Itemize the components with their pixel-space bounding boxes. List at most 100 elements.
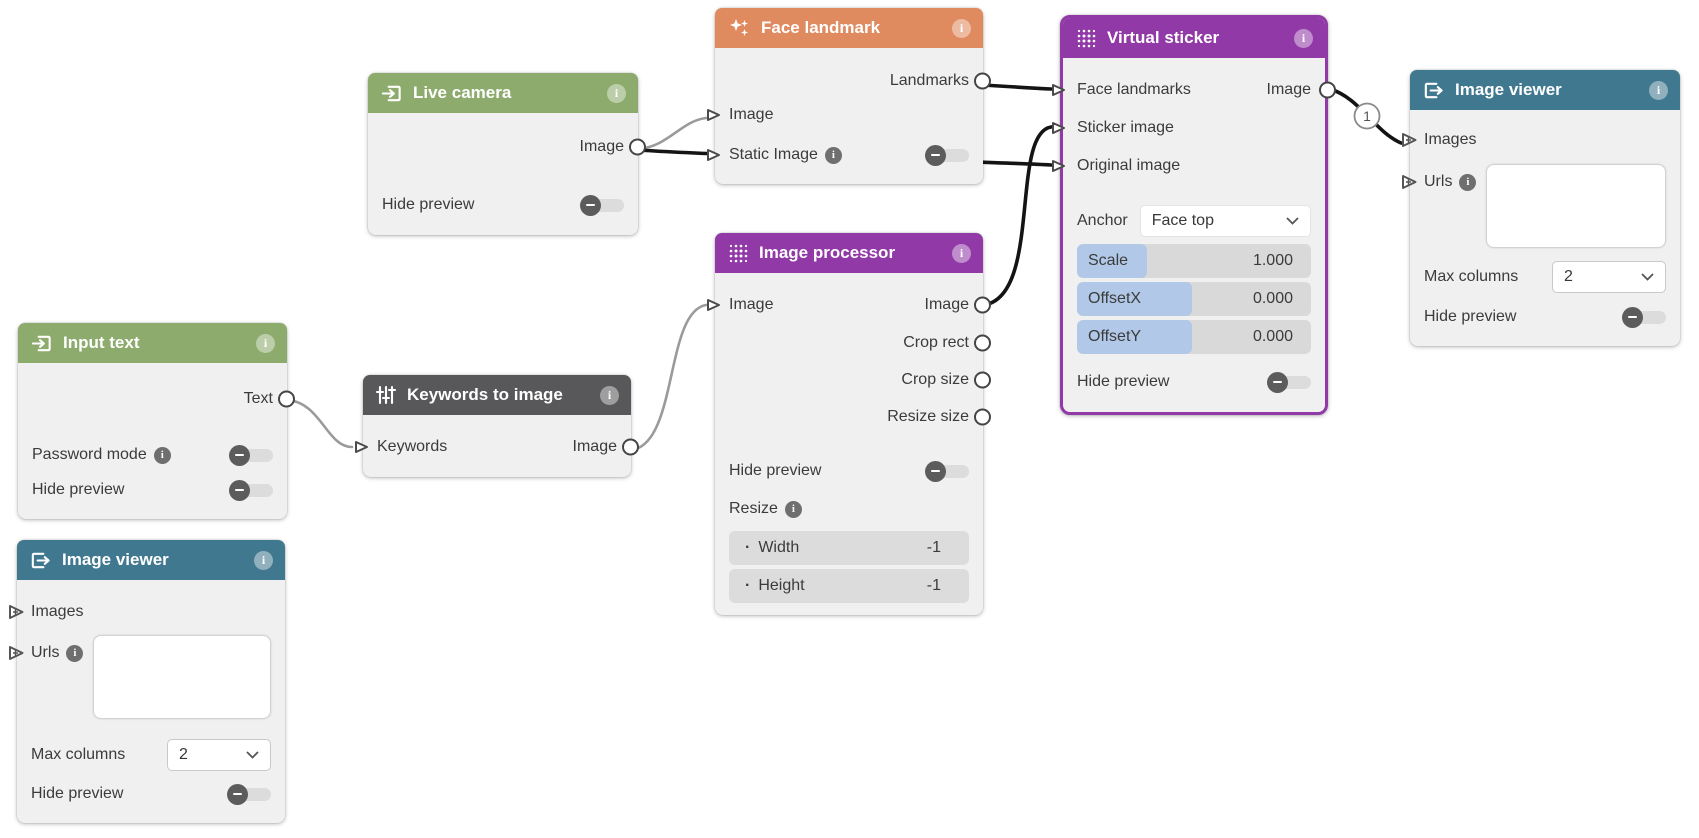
hide-preview-toggle[interactable] <box>925 460 969 482</box>
info-icon[interactable]: i <box>952 18 971 38</box>
output-port-crop-rect[interactable] <box>974 334 991 352</box>
resize-height-row[interactable]: · Height -1 <box>729 569 969 603</box>
node-image-viewer-left[interactable]: Image viewer i Images Urls i <box>9 540 285 823</box>
node-title: Face landmark <box>761 18 881 37</box>
node-header[interactable]: Virtual sticker i <box>1063 18 1325 58</box>
height-value: -1 <box>926 577 941 594</box>
anchor-select[interactable]: Face top <box>1139 205 1311 237</box>
input-port-original-image[interactable] <box>1050 158 1067 175</box>
resize-width-row[interactable]: · Width -1 <box>729 531 969 565</box>
port-label-static-image: Static Image <box>729 146 818 163</box>
input-port-face-landmarks[interactable] <box>1050 82 1067 99</box>
input-port-urls[interactable] <box>7 644 27 663</box>
scale-value: 1.000 <box>1252 252 1293 269</box>
node-keywords-to-image[interactable]: Keywords to image i Keywords Image <box>355 375 639 477</box>
node-header[interactable]: Image viewer i <box>1410 70 1680 110</box>
max-columns-value: 2 <box>179 746 188 763</box>
urls-textarea[interactable] <box>93 635 271 719</box>
hide-preview-label: Hide preview <box>32 481 125 498</box>
info-icon[interactable]: i <box>66 644 84 662</box>
max-columns-select[interactable]: 2 <box>167 739 271 771</box>
tune-icon <box>375 384 397 406</box>
hide-preview-toggle[interactable] <box>580 194 624 216</box>
scale-label: Scale <box>1088 252 1129 269</box>
urls-textarea[interactable] <box>1486 164 1666 248</box>
port-label-images: Images <box>1424 131 1477 148</box>
hide-preview-toggle[interactable] <box>1267 371 1311 393</box>
input-port-image[interactable] <box>705 107 722 124</box>
input-port-images[interactable] <box>1400 131 1420 150</box>
port-label-images: Images <box>31 603 84 620</box>
output-port-crop-size[interactable] <box>974 371 991 389</box>
port-label-sticker-image: Sticker image <box>1077 119 1174 136</box>
wire-processor-to-stickerimage[interactable] <box>982 125 1053 307</box>
wire-inputtext-to-keywords[interactable] <box>286 398 354 449</box>
node-title: Live camera <box>413 83 512 102</box>
output-port-image[interactable] <box>629 138 646 156</box>
bullet: · <box>745 539 751 556</box>
port-label-image-out: Image <box>572 438 617 455</box>
node-header[interactable]: Face landmark i <box>715 8 983 48</box>
info-icon[interactable]: i <box>784 500 802 518</box>
wire-keywords-to-processor[interactable] <box>630 303 708 452</box>
info-icon[interactable]: i <box>256 333 275 353</box>
slider-fill <box>1077 244 1148 278</box>
input-icon <box>30 332 53 355</box>
info-icon[interactable]: i <box>1649 80 1668 100</box>
port-label-landmarks-out: Landmarks <box>889 72 969 89</box>
hide-preview-toggle[interactable] <box>1622 306 1666 328</box>
input-port-sticker-image[interactable] <box>1050 120 1067 137</box>
info-icon[interactable]: i <box>1294 28 1313 48</box>
port-label-resize-size: Resize size <box>887 408 969 425</box>
output-port-resize-size[interactable] <box>974 408 991 426</box>
input-port-images[interactable] <box>7 603 27 622</box>
node-face-landmark[interactable]: Face landmark i Landmarks Image Static I… <box>707 8 991 184</box>
info-icon[interactable]: i <box>1459 173 1477 191</box>
node-live-camera[interactable]: Live camera i Image Hide preview <box>368 73 646 235</box>
dots-grid-icon <box>727 242 749 264</box>
password-mode-toggle[interactable] <box>229 444 273 466</box>
node-virtual-sticker[interactable]: Virtual sticker i Face landmarks Image S… <box>1052 15 1336 415</box>
info-icon[interactable]: i <box>600 385 619 405</box>
info-icon[interactable]: i <box>824 146 842 164</box>
scale-slider[interactable]: Scale 1.000 <box>1077 244 1311 278</box>
static-image-toggle[interactable] <box>925 144 969 166</box>
node-header[interactable]: Image processor i <box>715 233 983 273</box>
port-label-crop-rect: Crop rect <box>903 334 969 351</box>
anchor-selected-value: Face top <box>1151 212 1214 229</box>
node-header[interactable]: Keywords to image i <box>363 375 631 415</box>
port-label-urls: Urls <box>1424 173 1453 190</box>
node-input-text[interactable]: Input text i Text Password mode i Hide p… <box>18 323 295 519</box>
offsetx-slider[interactable]: OffsetX 0.000 <box>1077 282 1311 316</box>
output-port-image[interactable] <box>974 296 991 314</box>
wire-livecamera-to-facelandmark[interactable] <box>637 116 708 151</box>
input-port-urls[interactable] <box>1400 173 1420 192</box>
port-label-image-out: Image <box>924 296 969 313</box>
node-title: Input text <box>63 333 140 352</box>
output-port-image[interactable] <box>1319 81 1336 99</box>
node-header[interactable]: Live camera i <box>368 73 638 113</box>
port-label-keywords: Keywords <box>377 438 448 455</box>
info-icon[interactable]: i <box>153 446 171 464</box>
chevron-down-icon <box>246 746 259 764</box>
hide-preview-label: Hide preview <box>31 785 124 802</box>
node-header[interactable]: Image viewer i <box>17 540 285 580</box>
hide-preview-toggle[interactable] <box>227 783 271 805</box>
info-icon[interactable]: i <box>607 83 626 103</box>
offsety-slider[interactable]: OffsetY 0.000 <box>1077 320 1311 354</box>
input-port-image[interactable] <box>705 297 722 314</box>
info-icon[interactable]: i <box>952 243 971 263</box>
input-port-keywords[interactable] <box>353 439 370 456</box>
output-port-landmarks[interactable] <box>974 72 991 90</box>
info-icon[interactable]: i <box>254 550 273 570</box>
node-header[interactable]: Input text i <box>18 323 287 363</box>
max-columns-select[interactable]: 2 <box>1552 261 1666 293</box>
hide-preview-toggle[interactable] <box>229 479 273 501</box>
output-port-image[interactable] <box>622 438 639 456</box>
output-port-text[interactable] <box>278 390 295 408</box>
node-image-processor[interactable]: Image processor i Image Image Crop rect … <box>707 233 991 615</box>
input-port-static-image[interactable] <box>705 147 722 164</box>
node-image-viewer-right[interactable]: Image viewer i Images Urls i <box>1402 70 1680 346</box>
wire-landmarks-to-facelandmarks[interactable] <box>982 83 1053 91</box>
